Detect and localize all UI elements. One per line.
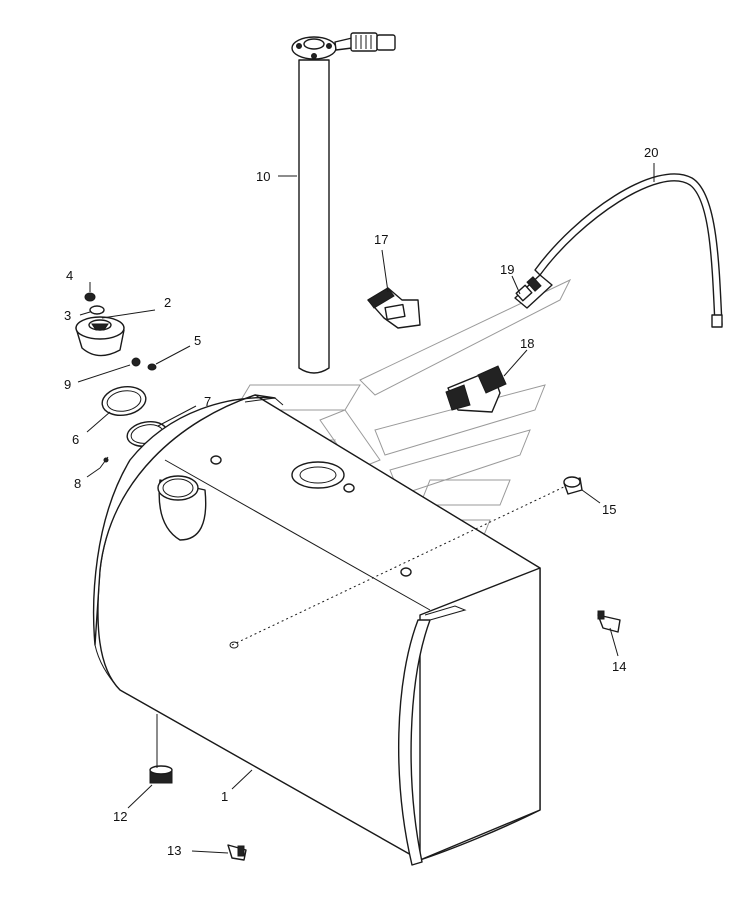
callout-6: 6 — [72, 432, 79, 447]
gasket-ring — [101, 385, 147, 417]
vent-fitting — [597, 610, 621, 633]
callout-20: 20 — [644, 145, 658, 160]
straight-fitting — [445, 365, 507, 413]
cap-nut — [89, 305, 105, 315]
callout-3: 3 — [64, 308, 71, 323]
callout-1: 1 — [221, 789, 228, 804]
callout-13: 13 — [167, 843, 181, 858]
callout-4: 4 — [66, 268, 73, 283]
retaining-bolt — [147, 363, 157, 371]
callout-12: 12 — [113, 809, 127, 824]
drain-plug — [149, 765, 173, 784]
callout-5: 5 — [194, 333, 201, 348]
elbow-connector — [227, 844, 247, 861]
callout-14: 14 — [612, 659, 626, 674]
small-screw — [131, 357, 141, 367]
callout-2: 2 — [164, 295, 171, 310]
callout-10: 10 — [256, 169, 270, 184]
fuel-hose — [534, 173, 723, 328]
fuel-tank — [92, 394, 569, 866]
callout-9: 9 — [64, 377, 71, 392]
callout-19: 19 — [500, 262, 514, 277]
callout-15: 15 — [602, 502, 616, 517]
leader-lines — [77, 163, 655, 854]
cap-plug — [84, 292, 96, 302]
fuel-sender-tube — [291, 32, 396, 374]
callout-7: 7 — [204, 394, 211, 409]
callout-18: 18 — [520, 336, 534, 351]
filler-cap — [75, 316, 125, 357]
rubber-cap — [563, 476, 583, 495]
callout-17: 17 — [374, 232, 388, 247]
callout-8: 8 — [74, 476, 81, 491]
pin — [99, 456, 109, 469]
elbow-fitting — [367, 287, 421, 329]
hose-valve — [514, 274, 553, 309]
